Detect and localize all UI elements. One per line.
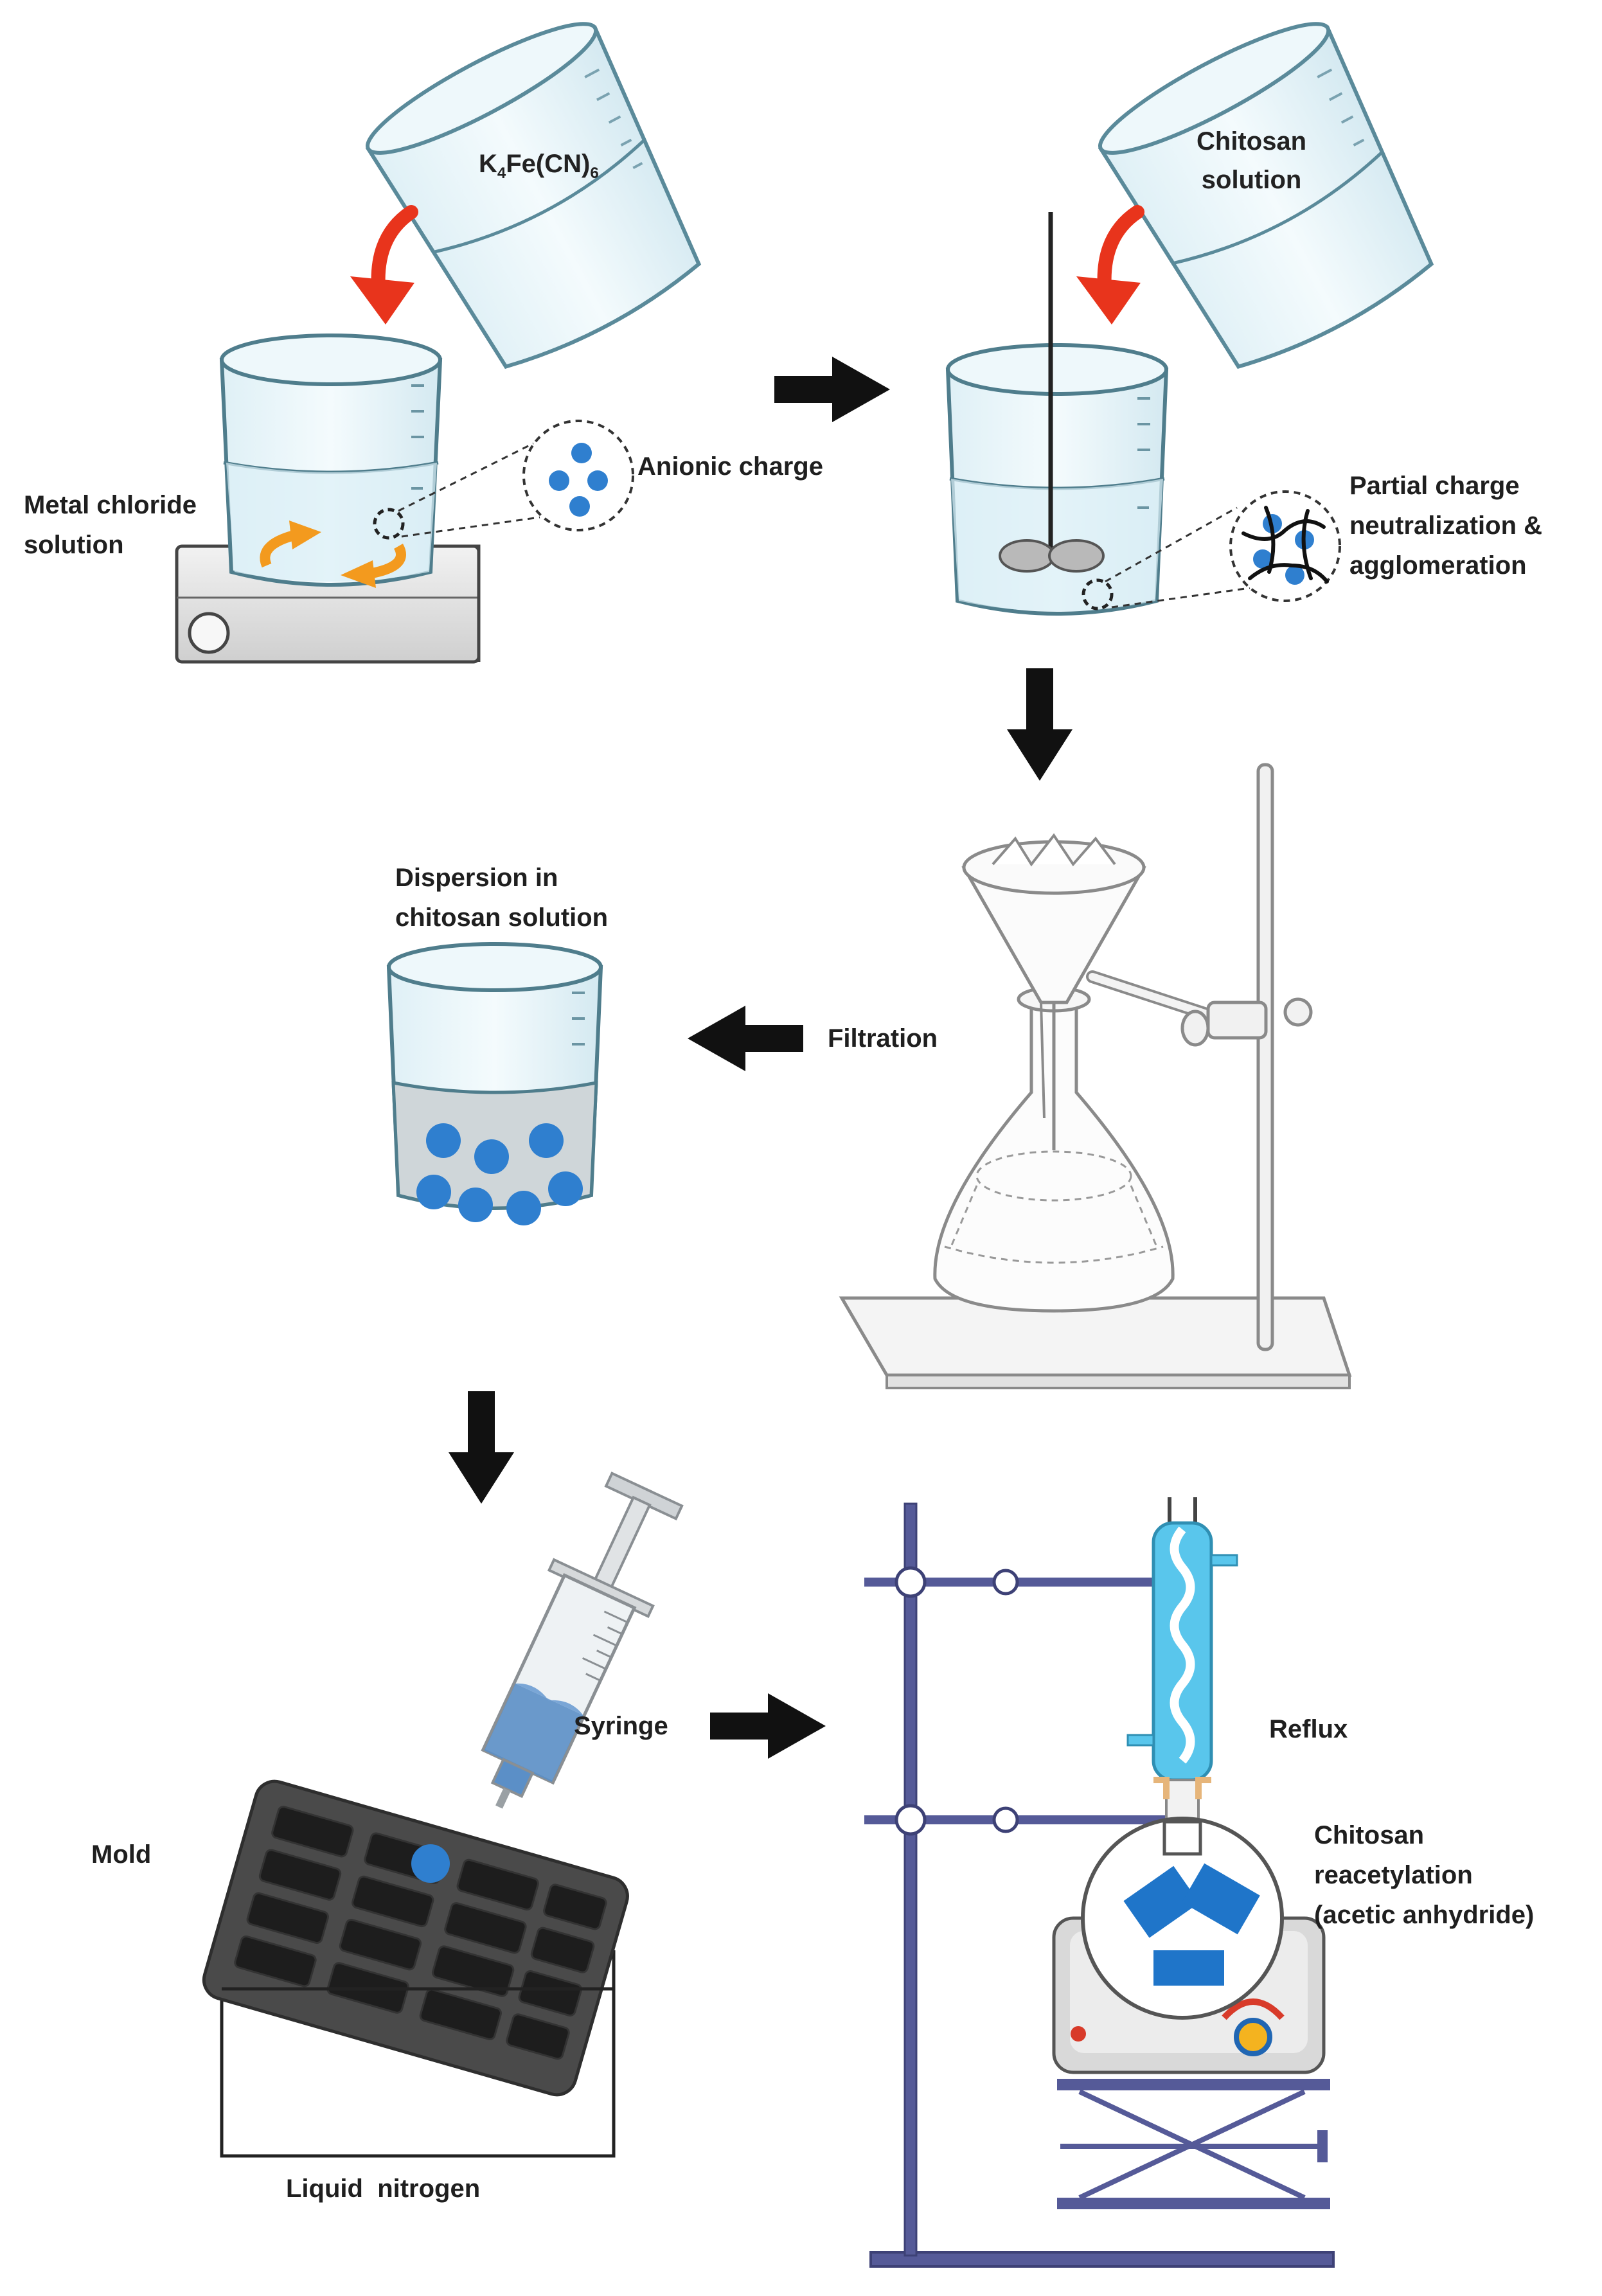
filtration-apparatus	[839, 763, 1352, 1389]
flow-arrow-down-1-icon	[1007, 668, 1072, 781]
flow-arrow-right-2-icon	[710, 1693, 826, 1759]
k4fe-pour-beaker	[365, 22, 702, 369]
pour-arrow-left-icon	[350, 205, 418, 325]
pour-arrow-right-icon	[1076, 205, 1144, 325]
chitosan-solution-label: Chitosan solution	[1197, 122, 1306, 199]
stir-arrows-icon	[260, 521, 406, 588]
partial-charge-label: Partial charge neutralization & agglomer…	[1349, 466, 1542, 585]
dispersion-beaker	[386, 942, 603, 1225]
reflux-label: Reflux	[1269, 1715, 1348, 1743]
syringe-icon	[481, 1472, 684, 1809]
heater-knob-icon	[1234, 2018, 1272, 2056]
stand-rod	[1256, 763, 1274, 1351]
chitosan-pour-beaker	[1098, 22, 1434, 369]
mold-label: Mold	[91, 1840, 152, 1869]
chitosan-solution-line1: Chitosan	[1197, 127, 1307, 156]
reacetylation-line2: reacetylation	[1314, 1861, 1473, 1889]
metal-chloride-beaker	[175, 334, 481, 664]
filtration-label: Filtration	[828, 1024, 938, 1053]
hotplate-knob-icon	[188, 612, 230, 654]
droplet	[411, 1844, 450, 1883]
anionic-particles	[549, 443, 608, 517]
metal-chloride-line1: Metal chloride	[24, 491, 197, 519]
reflux-apparatus	[864, 1497, 1335, 2268]
flow-arrow-right-1-icon	[774, 357, 890, 422]
anionic-zoom-bubble	[398, 420, 634, 538]
round-flask	[1081, 1817, 1284, 2020]
dispersion-line2: chitosan solution	[395, 903, 609, 932]
flow-arrow-left-1-icon	[688, 1006, 803, 1071]
anionic-charge-label: Anionic charge	[637, 452, 823, 481]
metal-chloride-label: Metal chloride solution	[24, 485, 197, 565]
mold-assembly	[202, 1779, 629, 2158]
chitosan-films	[1123, 1863, 1260, 1986]
agglomeration-zoom-bubble	[1105, 490, 1341, 609]
stand-rod-purple	[903, 1502, 918, 2257]
chitosan-solution-line2: solution	[1201, 166, 1302, 194]
dispersion-line1: Dispersion in	[395, 864, 558, 892]
partial-line3: agglomeration	[1349, 551, 1527, 580]
liquid-nitrogen-label: Liquid nitrogen	[286, 2175, 481, 2203]
syringe-label: Syringe	[574, 1712, 668, 1740]
metal-chloride-line2: solution	[24, 531, 124, 559]
lab-jack	[1060, 2089, 1324, 2200]
stirred-beaker	[945, 212, 1169, 616]
reacetylation-line1: Chitosan	[1314, 1821, 1425, 1849]
partial-line1: Partial charge	[1349, 472, 1520, 500]
dispersion-label: Dispersion in chitosan solution	[395, 858, 608, 938]
reacetylation-label: Chitosan reacetylation (acetic anhydride…	[1314, 1815, 1534, 1935]
condenser	[1126, 1497, 1238, 1826]
dispersed-particles	[416, 1123, 583, 1225]
reacetylation-line3: (acetic anhydride)	[1314, 1901, 1535, 1929]
partial-line2: neutralization &	[1349, 512, 1543, 540]
flow-arrow-down-2-icon	[449, 1391, 514, 1504]
k4fe-label: K4Fe(CN)6	[479, 150, 599, 182]
